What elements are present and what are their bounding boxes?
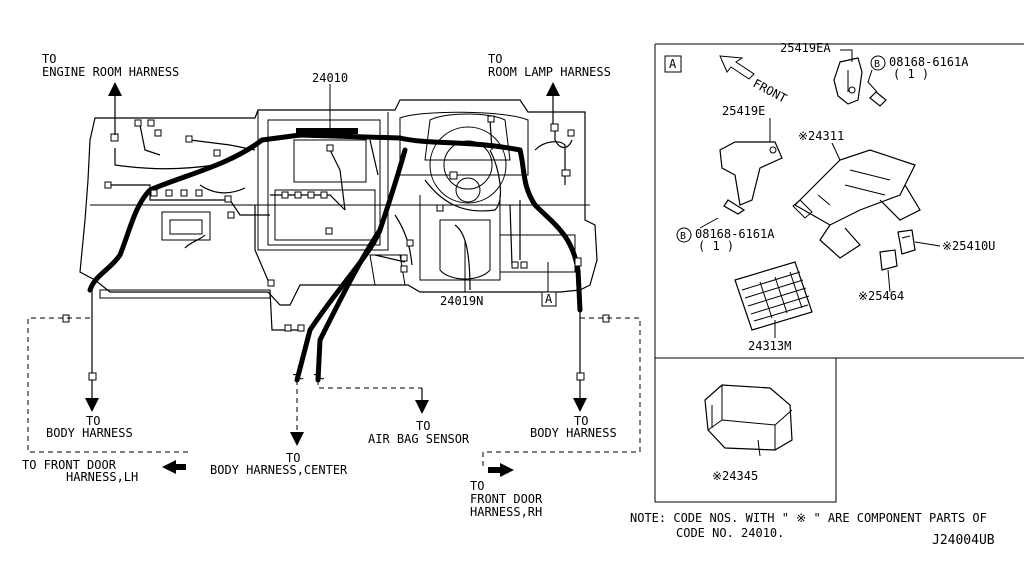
main-harness-wires [87, 119, 583, 383]
part-number-25419e: 25419E [722, 104, 765, 118]
label-to-airbag: TO [416, 419, 430, 433]
label-body-harness-center: BODY HARNESS,CENTER [210, 463, 348, 477]
bolt-symbol-bottom [676, 227, 692, 243]
bolt-symbol-top [870, 55, 886, 71]
detail-panel-24345: ※24345 [704, 384, 793, 483]
note-block: NOTE: CODE NOS. WITH " ※ " ARE COMPONENT… [630, 511, 987, 540]
callout-a-label: A [545, 292, 553, 306]
detail-a-label: A [669, 57, 677, 71]
label-front-door-rh: FRONT DOOR [470, 492, 543, 506]
note-line-1: NOTE: CODE NOS. WITH " ※ " ARE COMPONENT… [630, 511, 987, 525]
part-number-25464: ※25464 [858, 289, 904, 303]
bolt-qty-bottom: ( 1 ) [698, 239, 734, 253]
part-number-24019n: 24019N [440, 294, 483, 308]
main-labels: TO ENGINE ROOM HARNESS 24010 TO ROOM LAM… [22, 52, 617, 519]
callout-a-box [541, 291, 557, 307]
label-to-engine: TO [42, 52, 56, 66]
label-to-body-rh: TO [574, 414, 588, 428]
diagram-code: J24004UB [932, 533, 995, 548]
part-leader-lines [296, 84, 549, 292]
label-plate-24313m [734, 261, 813, 331]
label-to-body-lh: TO [86, 414, 100, 428]
label-body-harness-lh: BODY HARNESS [46, 426, 133, 440]
bolt-qty-top: ( 1 ) [893, 67, 929, 81]
label-room-lamp-harness: ROOM LAMP HARNESS [488, 65, 611, 79]
label-to-front-door-rh: TO [470, 479, 484, 493]
label-body-harness-rh: BODY HARNESS [530, 426, 617, 440]
label-to-room-lamp: TO [488, 52, 502, 66]
dashed-harness-routing [27, 317, 641, 470]
label-engine-room-harness: ENGINE ROOM HARNESS [42, 65, 179, 79]
label-air-bag-sensor: AIR BAG SENSOR [368, 432, 470, 446]
part-number-24345: ※24345 [712, 469, 758, 483]
bolt-code-top: 08168-6161A [889, 55, 969, 69]
label-to-body-center: TO [286, 451, 300, 465]
part-number-25419ea: 25419EA [780, 41, 831, 55]
label-front-door-harness-lh: HARNESS,LH [66, 470, 138, 484]
detail-a-box [664, 55, 682, 73]
part-number-24311: ※24311 [798, 129, 844, 143]
note-line-2: CODE NO. 24010. [676, 526, 784, 540]
front-arrow-icon [719, 55, 755, 80]
front-label: FRONT [751, 76, 789, 105]
svg-text:B: B [680, 231, 686, 242]
label-harness-rh: HARNESS,RH [470, 505, 542, 519]
label-to-front-door-lh: TO FRONT DOOR [22, 458, 117, 472]
part-number-24010: 24010 [312, 71, 348, 85]
bolt-code-bottom: 08168-6161A [695, 227, 775, 241]
harness-connectors [62, 115, 610, 381]
svg-text:B: B [874, 59, 880, 70]
direction-arrows [85, 82, 587, 477]
part-number-25410u: ※25410U [942, 239, 995, 253]
part-number-24313m: 24313M [748, 339, 791, 353]
detail-panel-a: A FRONT 25419EA B 08168-6161A ( 1 ) 2541… [654, 41, 1024, 503]
